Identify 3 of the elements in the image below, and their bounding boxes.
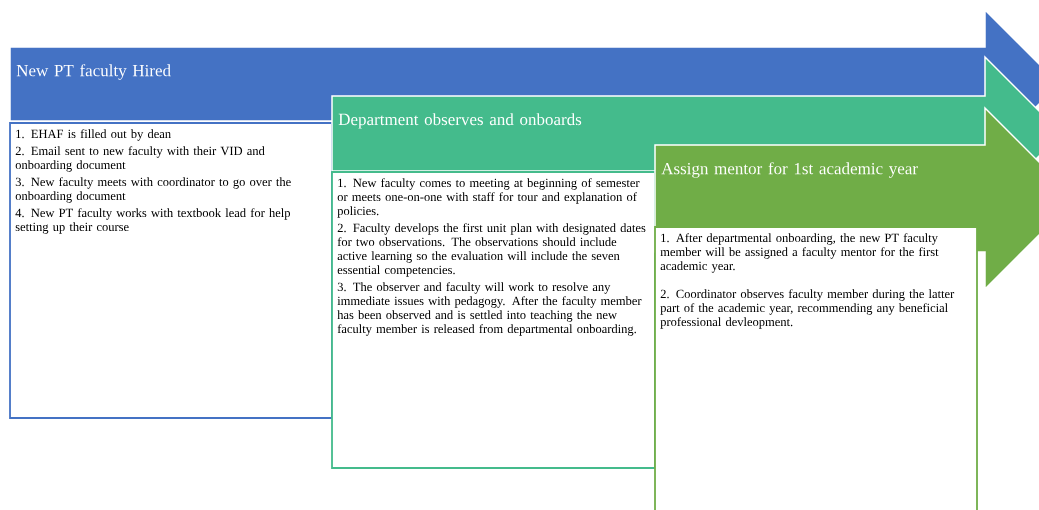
text-box: 1. EHAF is filled out by dean 2. Email sent to new faculty with their VID and onboarding document 3. New faculty meets with coordinator to go over the onboarding document 4. New PT faculty works with textbook lead for help setting up their course (9, 122, 333, 419)
text-box: 1. After departmental onboarding, the new PT faculty member will be assigned a faculty mentor for the first academic year. 2. Coordinator observes faculty member during the latter part of the academic year, recommending any beneficial professional devleopment. (654, 226, 978, 510)
text-box: 1. New faculty comes to meeting at beginning of semester or meets one-on-one with staff for tour and explanation of policies. 2. Faculty develops the first unit plan with designated dates for two observations. The observations should include active learning so the evaluation will include the seven essential competencies. 3. The observer and faculty will work to resolve any immediate issues with pedagogy. After the faculty member has been observed and is settled into teaching the new faculty member is released from departmental onboarding. (331, 171, 656, 469)
